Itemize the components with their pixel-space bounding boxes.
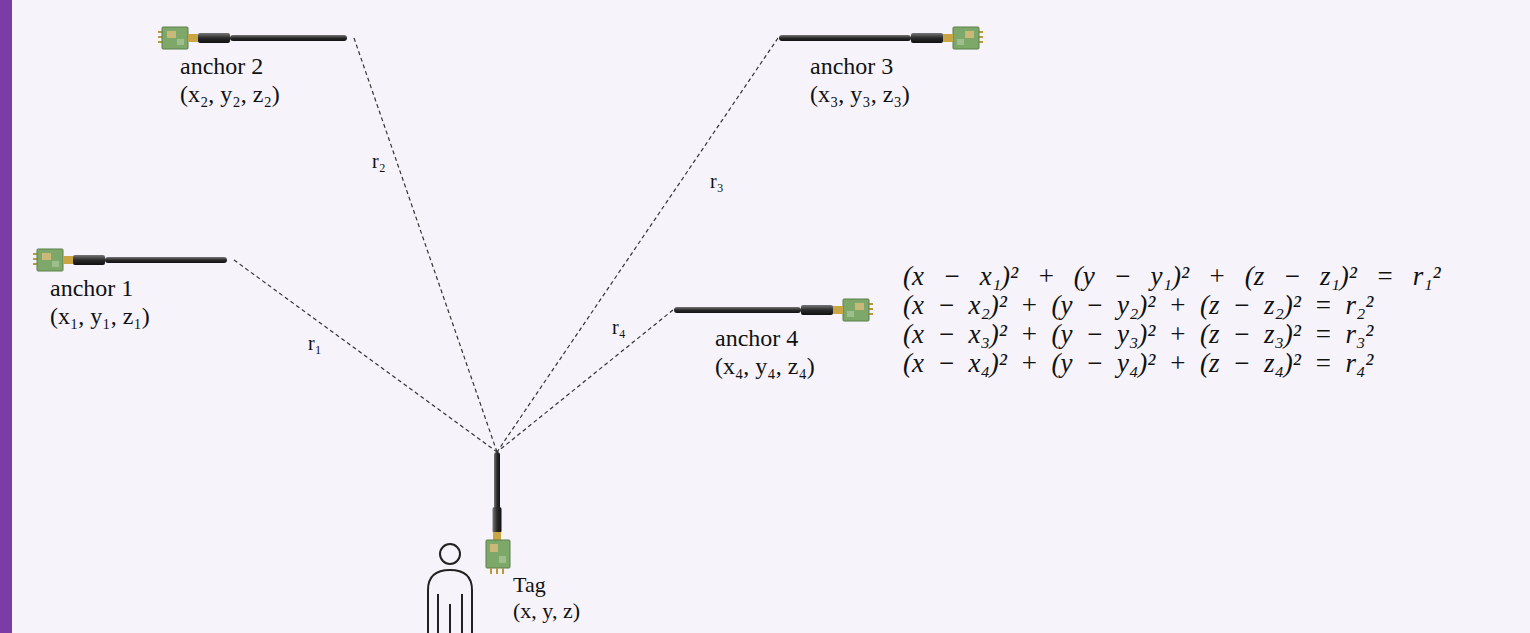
equation: (x − x₂)² + (y − y₂)² + (z − z₂)² = r₂²: [903, 291, 1441, 320]
coordinate-label: (x₄, y₄, z₄): [715, 352, 879, 380]
equation: (x − x₃)² + (y − y₃)² + (z − z₃)² = r₃²: [903, 320, 1441, 349]
accent-bar: [0, 0, 12, 633]
coordinate-label: (x₂, y₂, z₂): [180, 80, 354, 108]
device-name: anchor 2: [180, 52, 354, 80]
anchor-node: anchor 4(x₄, y₄, z₄): [673, 298, 879, 380]
range-line: [497, 310, 673, 452]
range-label: r₄: [610, 316, 628, 338]
anchor-node: anchor 2(x₂, y₂, z₂): [158, 26, 354, 108]
range-line: [354, 38, 497, 452]
tag-node: Tag(x, y, z): [470, 452, 606, 624]
range-label: r₁: [306, 332, 324, 354]
device-name: anchor 3: [810, 52, 989, 80]
equation: (x − x₄)² + (y − y₄)² + (z − z₄)² = r₄²: [903, 349, 1441, 378]
equation: (x − x₁)² + (y − y₁)² + (z − z₁)² = r₁²: [903, 262, 1441, 291]
uwb-module-icon: [470, 452, 520, 574]
uwb-module-icon: [33, 248, 228, 272]
range-line: [234, 260, 497, 452]
person-icon: [420, 540, 485, 633]
range-label: r₂: [370, 150, 388, 172]
coordinate-label: (x, y, z): [513, 598, 606, 624]
uwb-module-icon: [158, 26, 348, 50]
anchor-node: anchor 1(x₁, y₁, z₁): [33, 248, 234, 330]
range-line: [497, 38, 778, 452]
uwb-module-icon: [778, 26, 983, 50]
range-label: r₃: [708, 170, 726, 192]
device-name: anchor 4: [715, 324, 879, 352]
equation-block: (x − x₁)² + (y − y₁)² + (z − z₁)² = r₁²(…: [903, 262, 1441, 378]
coordinate-label: (x₃, y₃, z₃): [810, 80, 989, 108]
coordinate-label: (x₁, y₁, z₁): [50, 302, 234, 330]
device-name: Tag: [513, 572, 606, 598]
uwb-module-icon: [673, 298, 873, 322]
anchor-node: anchor 3(x₃, y₃, z₃): [778, 26, 989, 108]
device-name: anchor 1: [50, 274, 234, 302]
